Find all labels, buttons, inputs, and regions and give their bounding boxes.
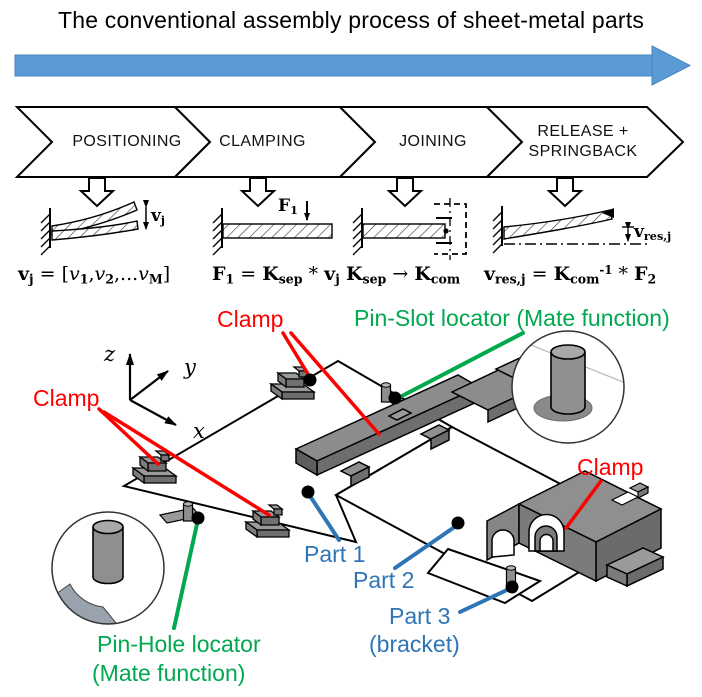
label-pin-hole-locator-sub: (Mate function) <box>92 660 246 686</box>
down-arrow-icon <box>241 177 275 207</box>
flow-arrow-icon <box>14 45 692 86</box>
process-chevrons <box>14 106 685 178</box>
pin-hole-pin <box>182 501 194 522</box>
assembly-scene <box>51 330 665 630</box>
label-part1: Part 1 <box>304 541 366 567</box>
leader-lines <box>97 331 603 630</box>
step-release-springback: RELEASE + SPRINGBACK <box>528 123 638 160</box>
label-pin-hole-locator: Pin-Hole locator <box>97 631 261 657</box>
label-clamp-right: Clamp <box>577 454 644 480</box>
step-clamping: CLAMPING <box>219 133 306 150</box>
big-clamp <box>486 470 665 588</box>
sketch-label-vres: vres,j <box>634 222 672 244</box>
sketch-release <box>492 205 650 254</box>
pin-slot-inset <box>511 330 625 444</box>
sketch-clamping <box>212 201 333 256</box>
step-positioning: POSITIONING <box>72 133 182 150</box>
down-arrow-icon <box>388 177 422 207</box>
formula-deviation-vector: vj = [v1,v2,...vM] <box>18 263 171 287</box>
label-pin-slot-locator: Pin-Slot locator (Mate function) <box>354 305 670 331</box>
sketch-joining <box>352 198 467 260</box>
label-part3: Part 3 <box>389 603 451 629</box>
label-part2: Part 2 <box>353 567 415 593</box>
coordinate-axes-icon <box>126 353 177 426</box>
axis-z-label: z <box>104 342 116 366</box>
sketch-label-vj: vj <box>151 206 165 228</box>
axis-x-label: x <box>193 419 205 443</box>
label-clamp-top: Clamp <box>217 306 284 332</box>
formula-clamping-force: F1 = Ksep * vj <box>212 263 340 287</box>
sketch-positioning <box>40 200 149 256</box>
down-arrow-icons <box>80 177 582 207</box>
chevron-release <box>484 106 685 178</box>
formula-springback: vres,j = Kcom-1 * F2 <box>484 263 657 287</box>
sketch-label-f1: F1 <box>278 196 298 218</box>
formula-stiffness-change: Ksep → Kcom <box>346 263 461 287</box>
pin-hole-inset <box>51 511 165 625</box>
step-joining: JOINING <box>399 133 467 150</box>
label-part3-bracket: (bracket) <box>369 631 460 657</box>
figure-title: The conventional assembly process of she… <box>57 7 645 33</box>
axis-y-label: y <box>184 355 196 379</box>
down-arrow-icon <box>548 177 582 207</box>
label-clamp-left: Clamp <box>33 385 100 411</box>
down-arrow-icon <box>80 177 114 207</box>
reference-dots <box>191 373 519 594</box>
